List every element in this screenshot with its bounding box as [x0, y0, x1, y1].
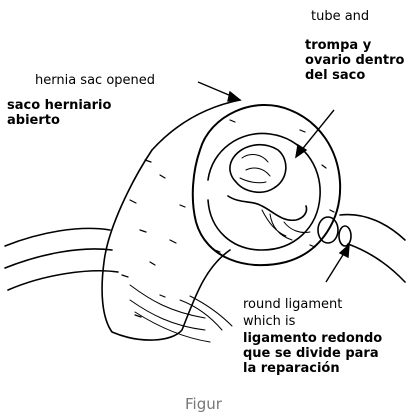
round-ligament [339, 226, 351, 246]
muscle-line [190, 296, 232, 326]
tissue-line [5, 228, 110, 246]
label-which-is-en: which is [243, 314, 295, 329]
tube [228, 196, 307, 220]
sac-outline [102, 150, 230, 340]
label-hernia-sac-es: saco herniario abierto [7, 98, 127, 128]
label-round-ligament-en: round ligament [243, 297, 342, 312]
ovary-detail [240, 155, 270, 183]
label-tube-es: trompa y ovario dentro del saco [305, 38, 405, 83]
tissue-line [130, 300, 205, 330]
tissue-line [5, 249, 112, 268]
muscle-line [180, 300, 222, 330]
figure-caption: Figur [185, 397, 222, 412]
ligament-band [340, 215, 405, 240]
arrow-head [228, 92, 240, 101]
sac-outline [152, 100, 240, 150]
label-hernia-sac-en: hernia sac opened [35, 73, 155, 88]
label-tube-en: tube and [311, 9, 369, 24]
arrow-head [340, 245, 349, 257]
ligament-band [348, 244, 405, 282]
label-round-ligament-es: ligamento redondo que se divide para la … [243, 331, 393, 376]
